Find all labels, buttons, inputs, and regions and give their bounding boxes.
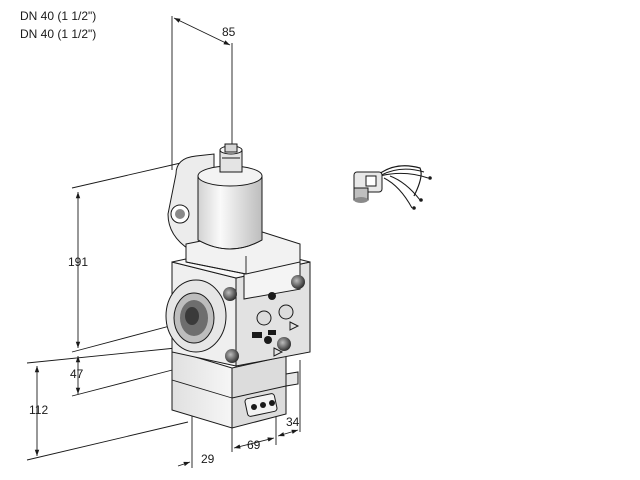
dim-line-69: [233, 437, 275, 449]
cable-connector: [353, 165, 432, 210]
solenoid-coil: [197, 175, 263, 250]
dim-line-85: [173, 17, 231, 46]
header-line-2: DN 40 (1 1/2"): [20, 27, 97, 41]
dim-label-69: 69: [247, 438, 261, 452]
dim-label-47: 47: [70, 367, 84, 381]
bolt-bottom-right: [277, 337, 291, 351]
bolt-bottom-left: [225, 349, 239, 363]
dim-label-34: 34: [286, 415, 300, 429]
adjust-screw-2: [278, 304, 294, 320]
header-line-1: DN 40 (1 1/2"): [20, 9, 97, 23]
dim-label-112: 112: [29, 403, 48, 417]
dimension-lines: [34, 17, 299, 467]
valve-assembly: [165, 143, 311, 429]
bolt-top-left: [223, 287, 237, 301]
side-plug: [285, 371, 299, 387]
dim-label-29: 29: [201, 452, 215, 466]
dim-line-34: [277, 429, 299, 437]
dim-label-85: 85: [222, 25, 236, 39]
adjust-screw-1: [256, 310, 272, 326]
dim-label-191: 191: [68, 255, 88, 269]
bolt-top-right: [291, 275, 305, 289]
dim-line-29: [177, 461, 191, 467]
extension-lines: [26, 16, 301, 468]
